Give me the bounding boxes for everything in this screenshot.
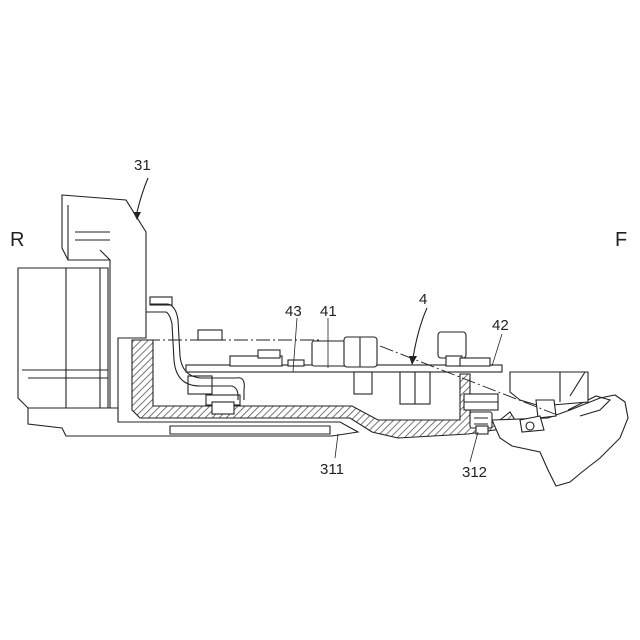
front-direction-label: F: [615, 230, 627, 250]
rear-direction-label: R: [10, 230, 24, 250]
ref-41: 41: [320, 304, 337, 319]
ref-42: 42: [492, 318, 509, 333]
leader-lines: [133, 178, 502, 462]
front-contour: [492, 372, 628, 486]
rear-block: [18, 268, 108, 408]
ref-312: 312: [462, 465, 487, 480]
ref-43: 43: [285, 304, 302, 319]
ref-311: 311: [320, 462, 344, 477]
ref-31: 31: [134, 158, 151, 173]
ref-4: 4: [419, 292, 427, 307]
